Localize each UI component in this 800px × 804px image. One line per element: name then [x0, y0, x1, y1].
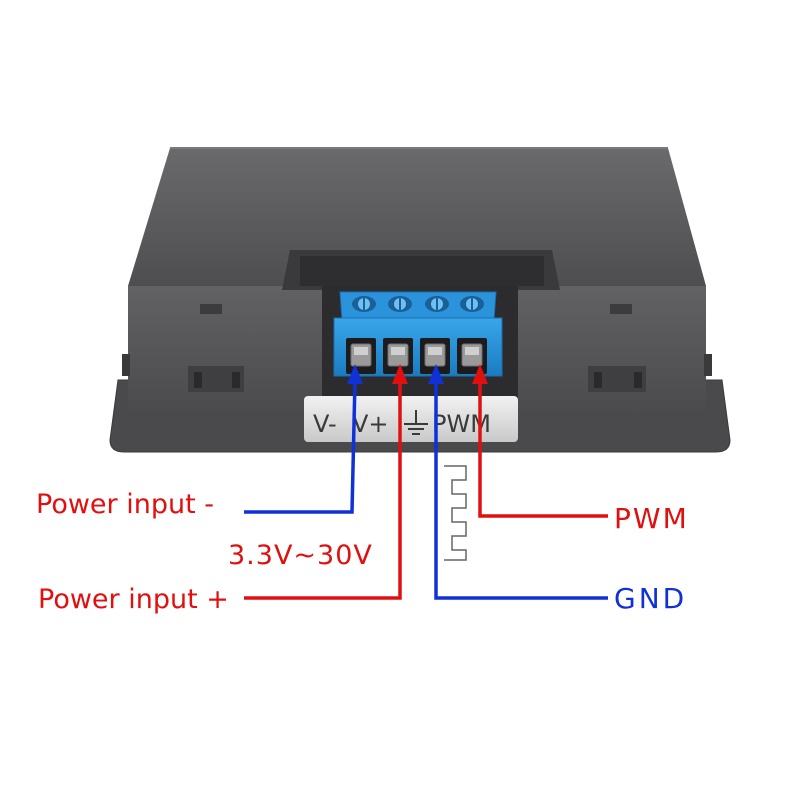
wire-gnd — [428, 364, 608, 600]
label-power-input-plus: Power input + — [38, 584, 229, 615]
wire-pwm — [472, 364, 608, 518]
label-pwm: PWM — [432, 410, 491, 438]
label-power-input-minus: Power input - — [36, 489, 214, 520]
pwm-waveform-icon — [444, 465, 467, 561]
wire-power-minus — [244, 364, 363, 514]
label-gnd: GND — [614, 582, 687, 615]
wire-power-plus — [244, 364, 408, 600]
ground-icon — [404, 410, 428, 435]
label-v-plus: V+ — [352, 410, 389, 438]
terminal-label-plate — [304, 396, 518, 442]
label-voltage-range: 3.3V~30V — [228, 540, 373, 571]
label-pwm-output: PWM — [614, 502, 689, 535]
label-v-minus: V- — [313, 410, 337, 438]
screw-terminal-block — [333, 291, 503, 377]
